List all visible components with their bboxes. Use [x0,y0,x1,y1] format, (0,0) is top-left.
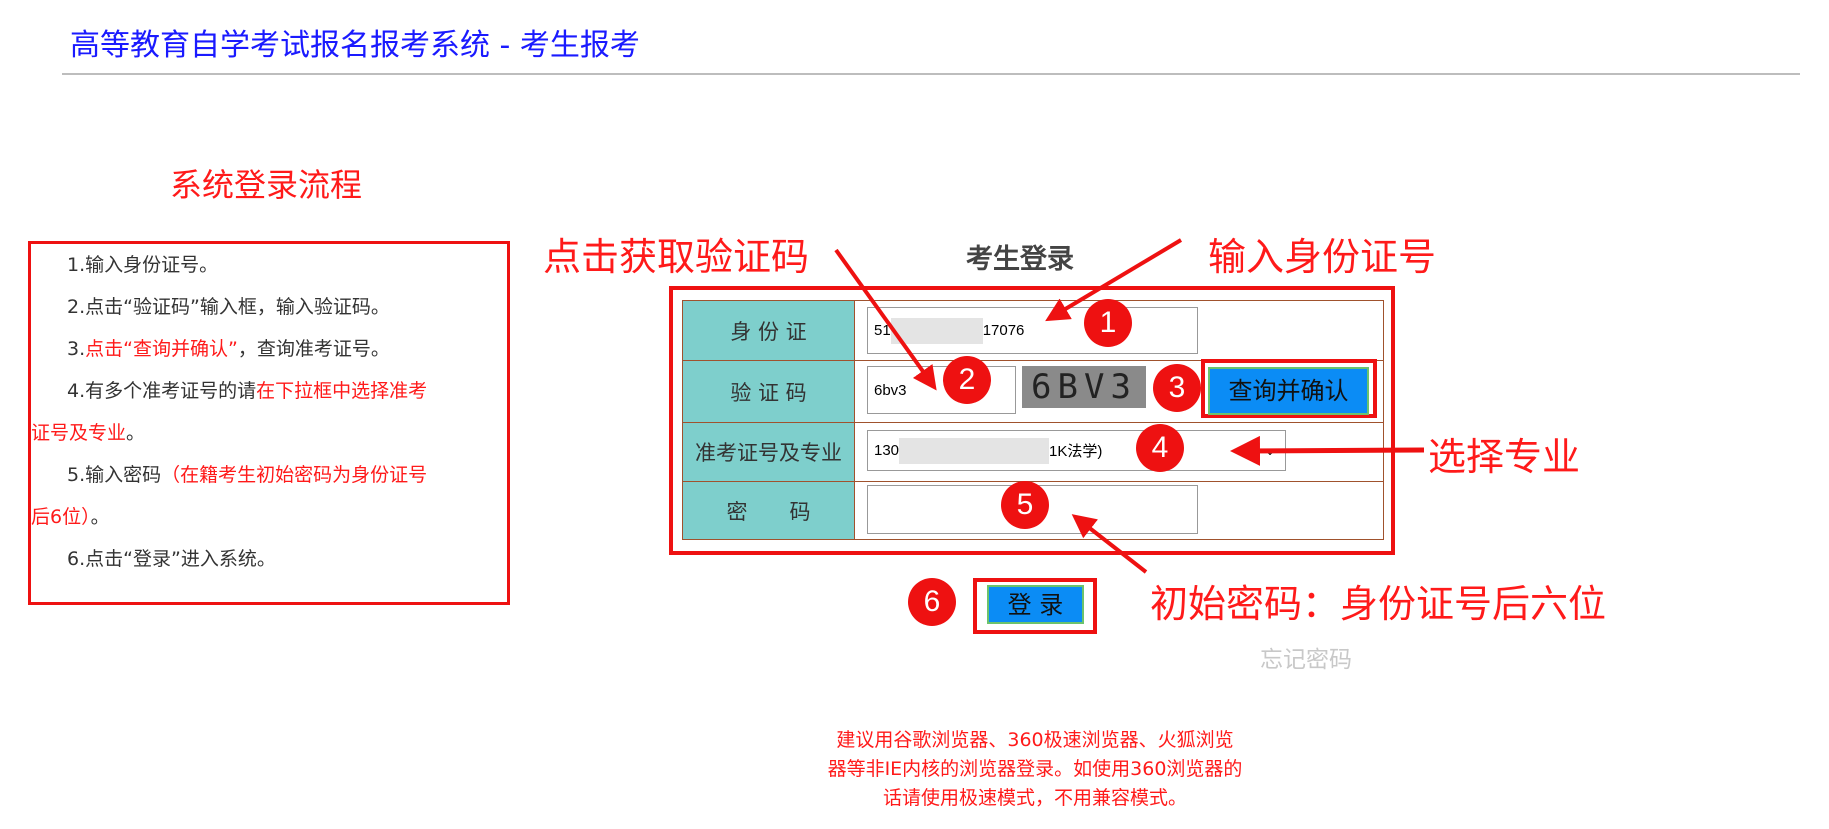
step-highlight: 在下拉框中选择准考 [256,380,428,402]
major-prefix: 130 [874,442,900,459]
step-text: ，查询准考证号。 [237,338,390,360]
step-5-cont: 后6位）。 [31,496,497,538]
step-4-cont: 证号及专业。 [31,412,497,454]
tip-line: 建议用谷歌浏览器、360极速浏览器、火狐浏览 [836,729,1234,751]
arrow-captcha [834,248,937,391]
query-highlight-box [1201,359,1377,418]
step-text: 4.有多个准考证号的请 [67,380,257,402]
annotation-id: 输入身份证号 [1208,235,1437,279]
id-suffix: 17076 [982,322,1025,339]
step-text: 2.点击“验证码”输入框，输入验证码。 [67,296,390,318]
step-6: 6.点击“登录”进入系统。 [45,538,497,580]
annotation-major: 选择专业 [1428,435,1581,479]
arrow-id [1045,238,1183,322]
step-text: 6.点击“登录”进入系统。 [67,548,276,570]
step-2: 2.点击“验证码”输入框，输入验证码。 [45,286,497,328]
step-marker-1: 1 [1084,299,1132,347]
page-title: 高等教育自学考试报名报考系统 - 考生报考 [70,28,640,63]
forgot-password-link[interactable]: 忘记密码 [1260,647,1352,673]
login-steps-box: 1.输入身份证号。 2.点击“验证码”输入框，输入验证码。 3.点击“查询并确认… [28,241,510,605]
step-text: 。 [126,422,146,444]
step-text: 3. [67,338,86,360]
step-marker-4: 4 [1136,424,1184,472]
arrow-major [1230,435,1425,466]
login-highlight-box [973,578,1097,634]
step-marker-3: 3 [1153,364,1201,412]
step-1: 1.输入身份证号。 [45,244,497,286]
step-5: 5.输入密码（在籍考生初始密码为身份证号 [45,454,497,496]
form-highlight-box [669,286,1395,555]
query-confirm-button[interactable]: 查询并确认 [1208,367,1369,415]
browser-tip: 建议用谷歌浏览器、360极速浏览器、火狐浏览 器等非IE内核的浏览器登录。如使用… [760,726,1310,813]
step-highlight: 点击“查询并确认” [85,338,238,360]
captcha-input[interactable]: 6bv3 [867,366,1016,414]
step-marker-6: 6 [908,578,956,626]
step-highlight: 证号及专业 [31,422,127,444]
id-number-input[interactable]: 51 17076 [867,307,1198,354]
login-title: 考生登录 [966,244,1074,275]
step-4: 4.有多个准考证号的请在下拉框中选择准考 [45,370,497,412]
step-3: 3.点击“查询并确认”，查询准考证号。 [45,328,497,370]
tip-line: 话请使用极速模式，不用兼容模式。 [882,787,1187,809]
annotation-captcha: 点击获取验证码 [543,235,810,279]
arrow-password [1071,514,1148,574]
major-label: 准考证号及专业 [682,422,855,482]
redacted-block [890,317,983,344]
id-prefix: 51 [874,322,891,339]
step-text: 1.输入身份证号。 [67,254,219,276]
flow-title: 系统登录流程 [170,166,363,204]
tip-line: 器等非IE内核的浏览器登录。如使用360浏览器的 [827,758,1243,780]
step-highlight: （在籍考生初始密码为身份证号 [161,464,428,486]
redacted-block [899,437,1050,464]
step-marker-5: 5 [1001,481,1049,529]
login-button[interactable]: 登 录 [987,585,1084,624]
major-suffix: 1K法学) [1049,443,1103,460]
header-divider [62,73,1800,75]
step-highlight: 后6位） [31,506,91,528]
captcha-image[interactable]: 6BV3 [1022,366,1146,408]
step-text: 。 [90,506,110,528]
step-text: 5.输入密码 [67,464,162,486]
captcha-label: 验 证 码 [682,360,855,423]
id-label: 身 份 证 [682,300,855,361]
annotation-password: 初始密码：身份证号后六位 [1150,582,1607,626]
step-marker-2: 2 [943,356,991,404]
